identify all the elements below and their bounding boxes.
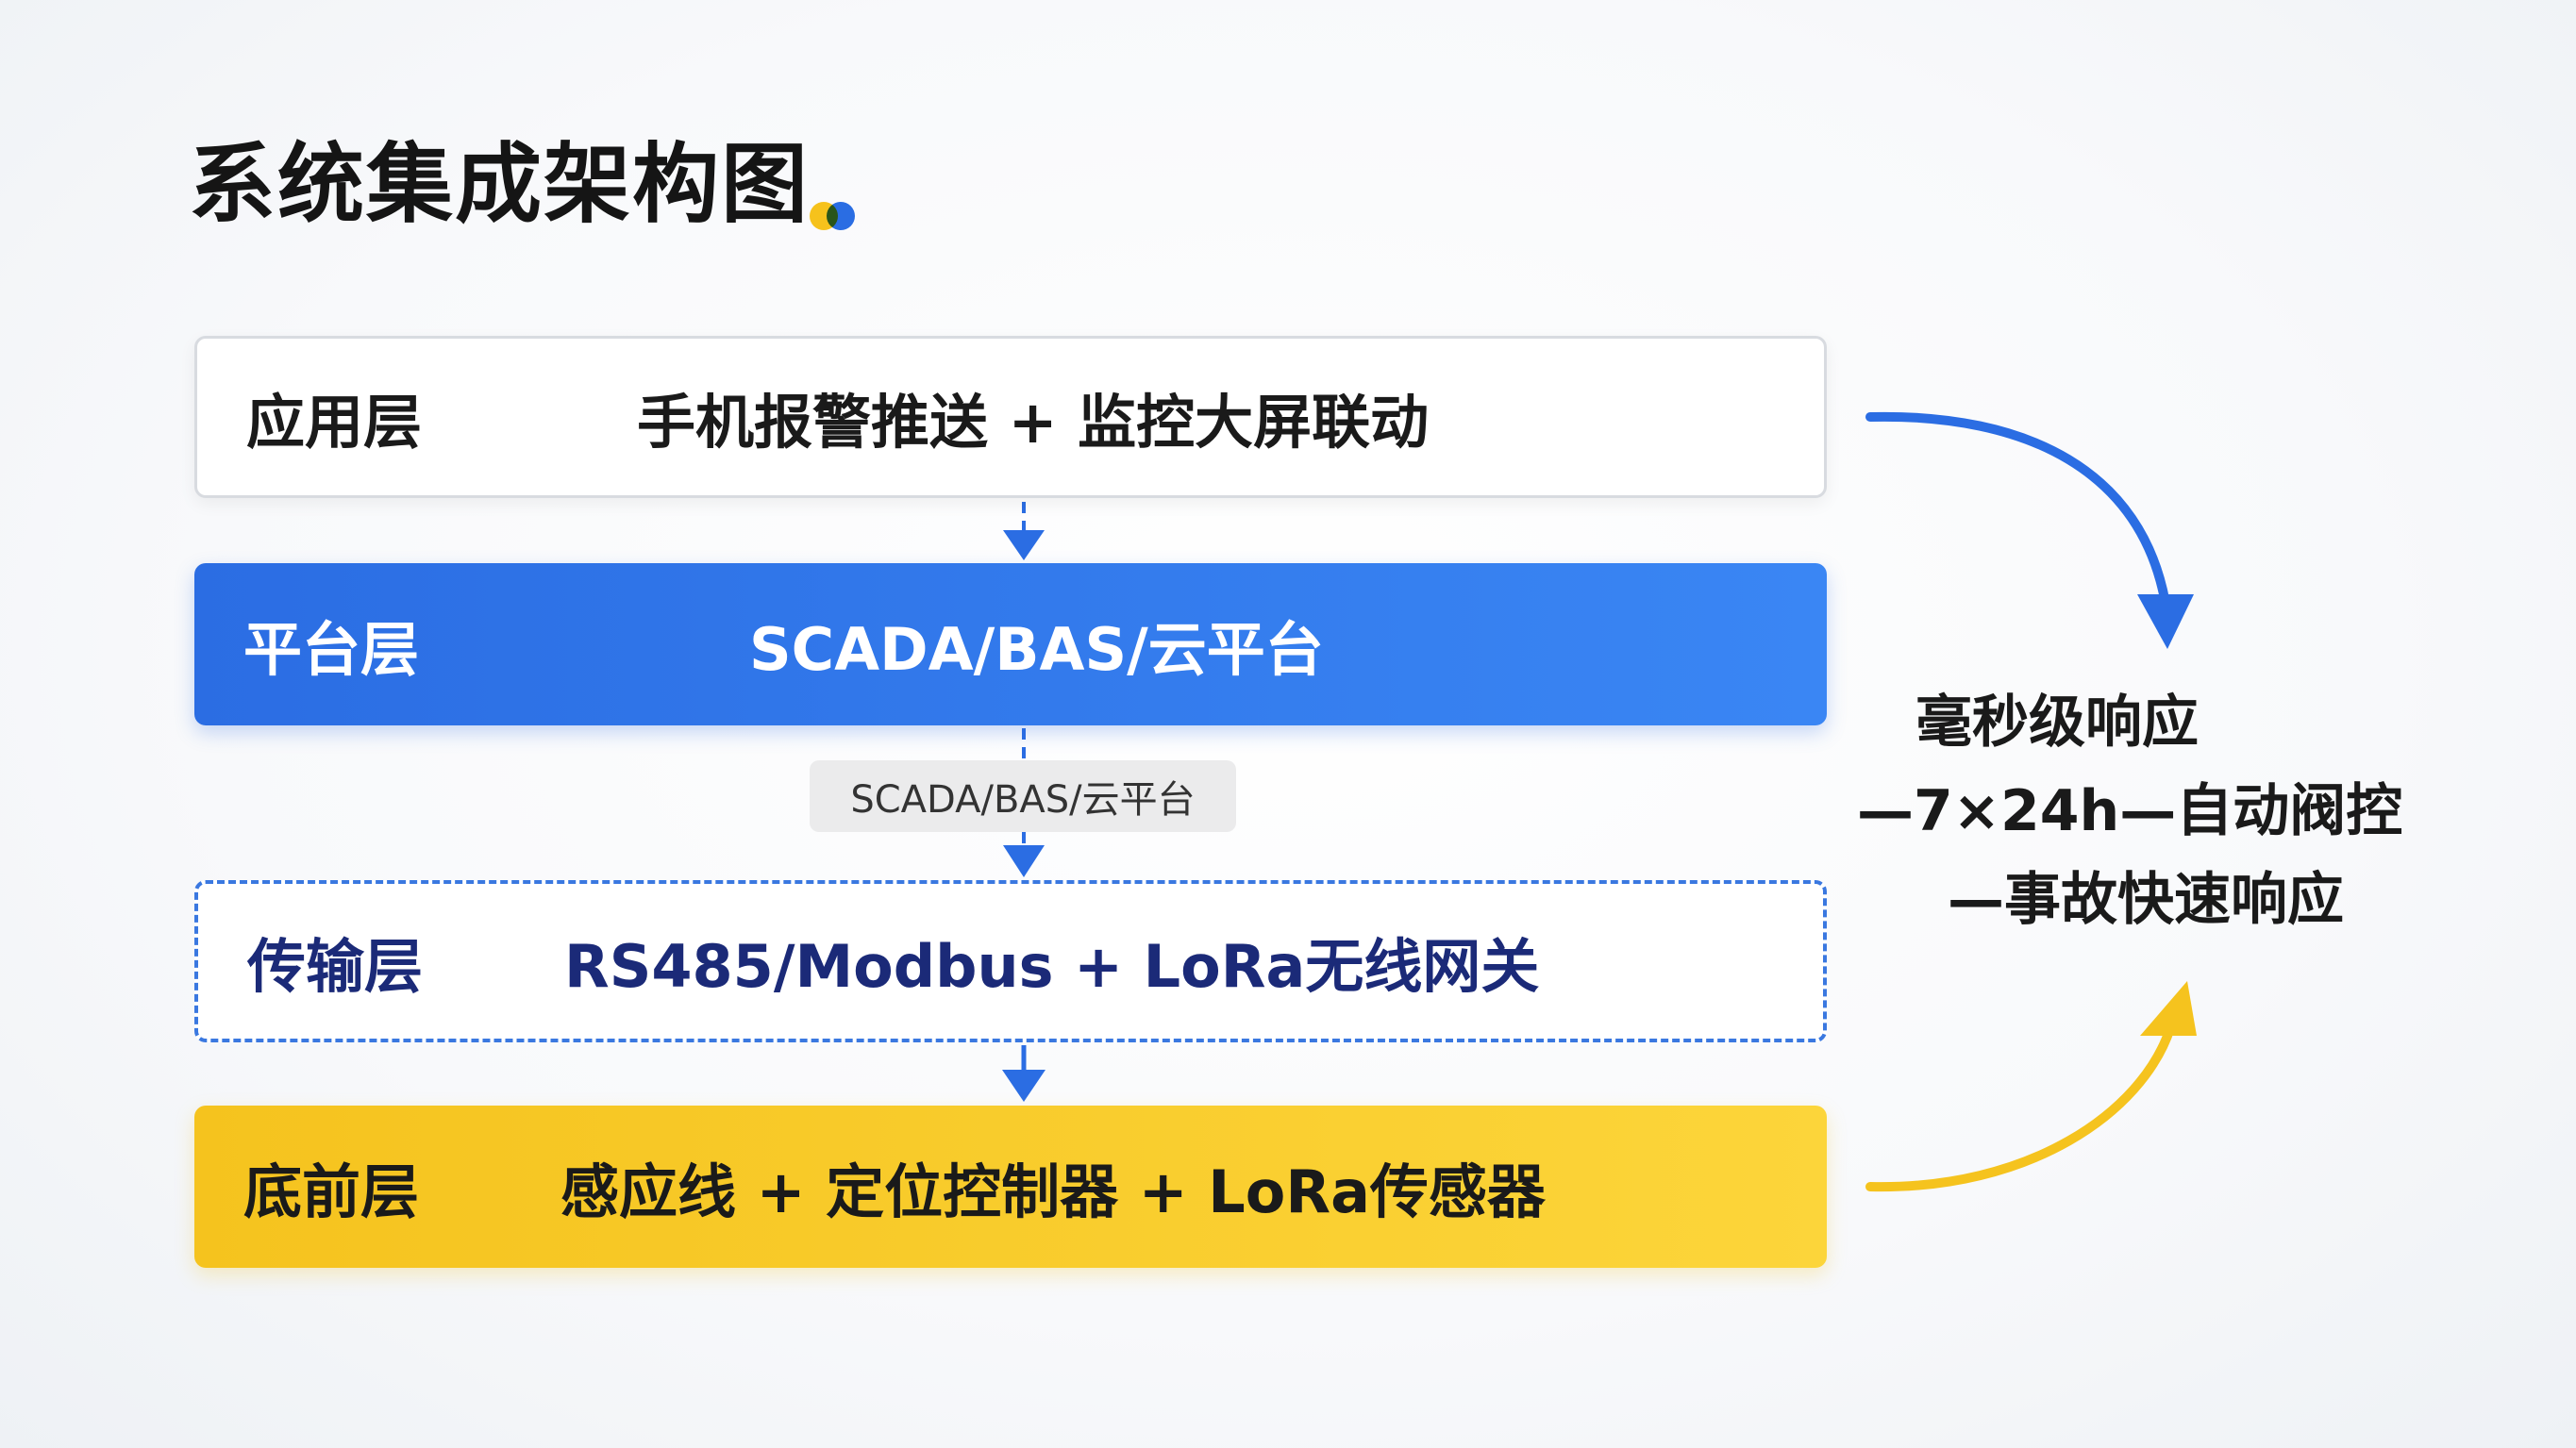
layer-name: 传输层	[247, 932, 424, 1001]
connector-app-platform	[1003, 502, 1045, 560]
layer-description: SCADA/BAS/云平台	[749, 615, 1324, 684]
layer-transport: 传输层 RS485/Modbus + LoRa无线网关	[194, 880, 1827, 1042]
yellow-curved-arrow	[1865, 981, 2197, 1192]
layer-name: 平台层	[243, 615, 420, 684]
layer-description: RS485/Modbus + LoRa无线网关	[564, 932, 1540, 1001]
page-title: 系统集成架构图	[189, 134, 811, 235]
layer-name: 底前层	[243, 1157, 420, 1226]
layer-description: 感应线 + 定位控制器 + LoRa传感器	[560, 1157, 1546, 1226]
blue-curved-arrow	[1865, 411, 2194, 649]
connector-transport-field	[1002, 1045, 1045, 1102]
title-dots-icon	[810, 200, 862, 232]
layer-field: 底前层 感应线 + 定位控制器 + LoRa传感器	[194, 1106, 1827, 1268]
response-note: —7×24h—自动阀控	[1857, 778, 2403, 844]
blue-dot	[827, 202, 855, 230]
layer-platform: 平台层 SCADA/BAS/云平台	[194, 563, 1827, 725]
connector-label: SCADA/BAS/云平台	[810, 760, 1236, 832]
layer-application: 应用层 手机报警推送 + 监控大屏联动	[194, 336, 1827, 498]
layer-description: 手机报警推送 + 监控大屏联动	[637, 388, 1430, 457]
response-note: —事故快速响应	[1948, 867, 2344, 933]
layer-name: 应用层	[246, 388, 423, 457]
response-note: 毫秒级响应	[1915, 690, 2199, 756]
